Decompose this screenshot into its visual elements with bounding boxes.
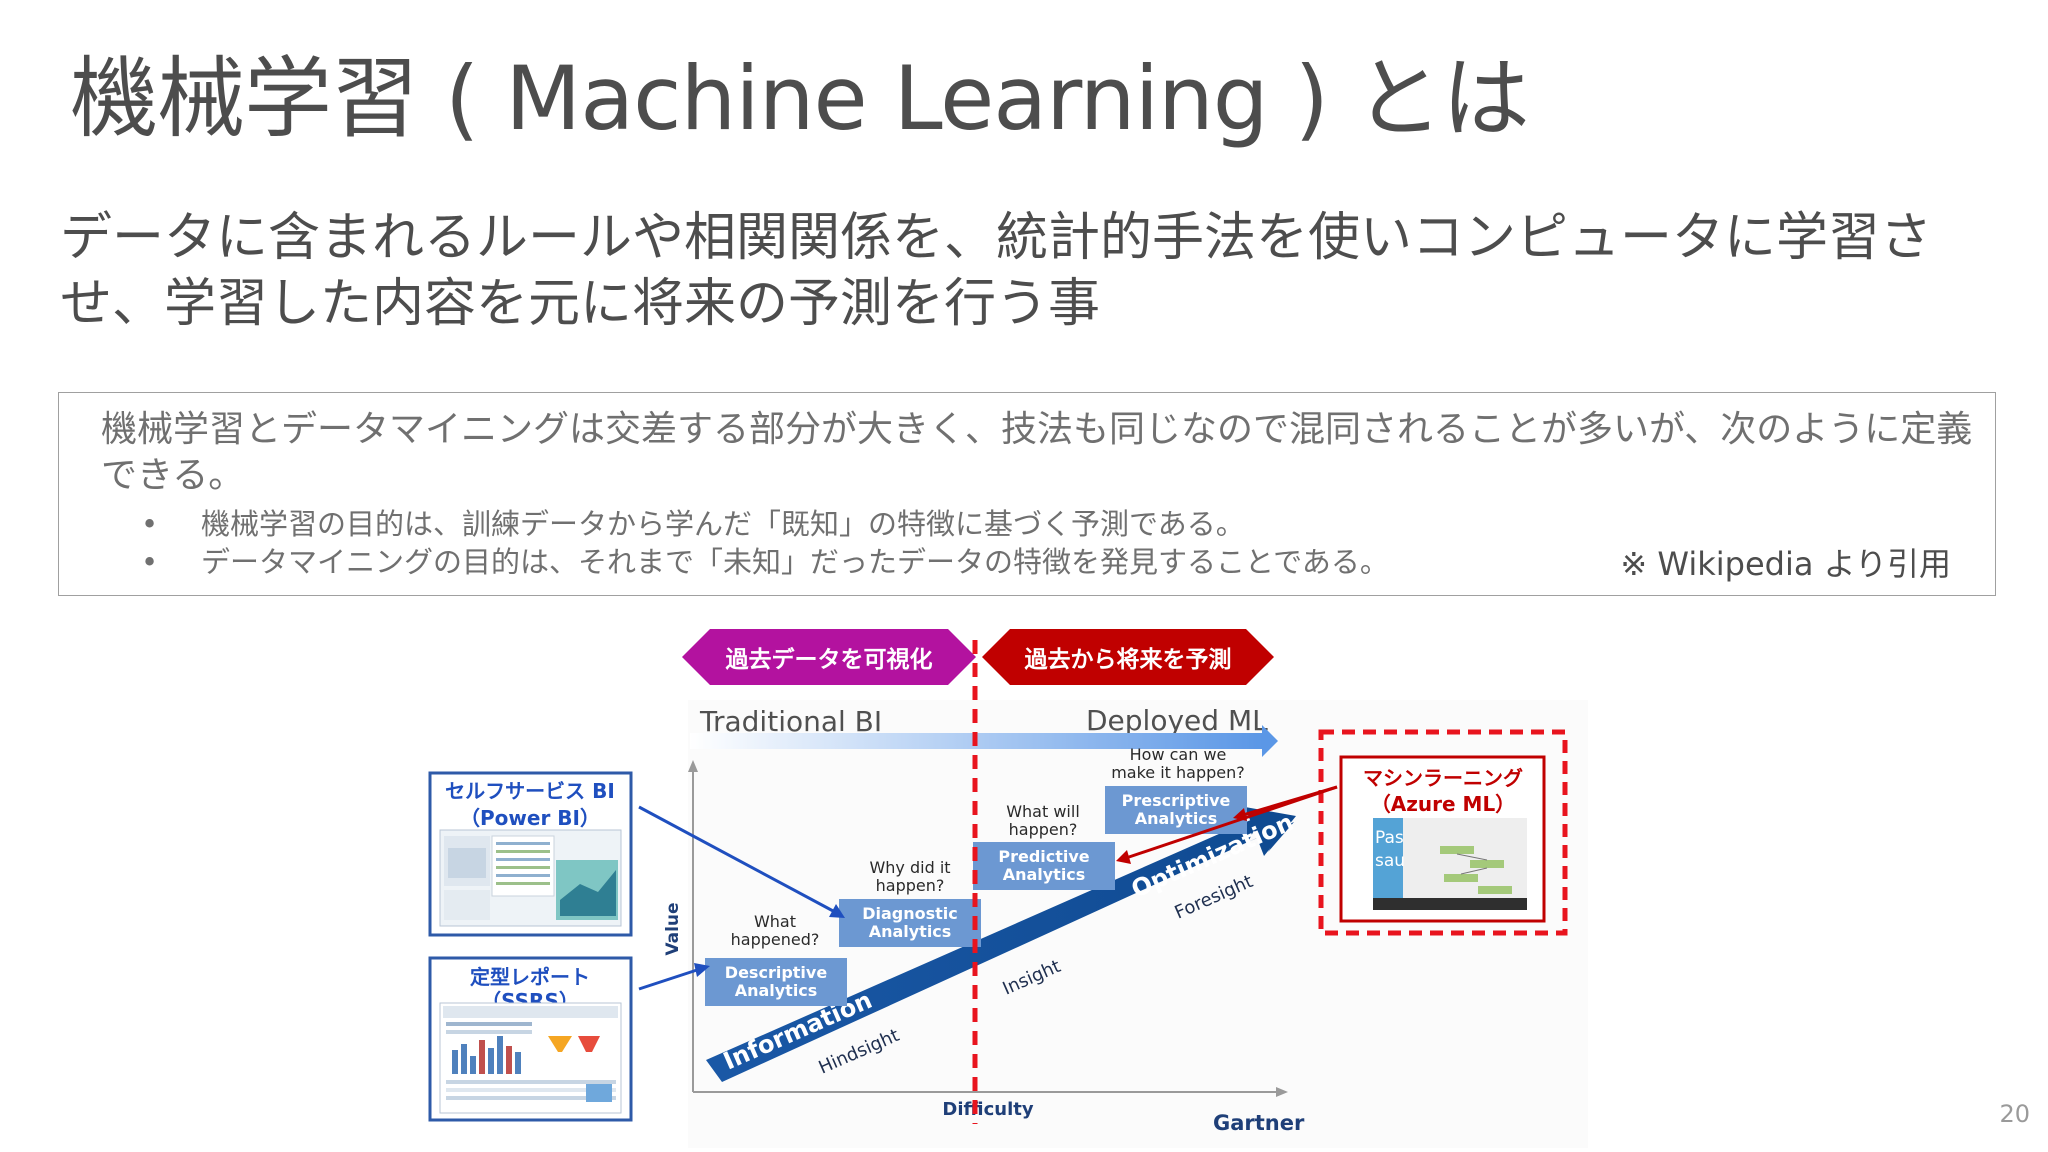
- page-number: 20: [1999, 1100, 2030, 1128]
- quote-item-text: データマイニングの目的は、それまで「未知」だったデータの特徴を発見することである…: [201, 545, 1389, 579]
- connector-arrowhead: [694, 963, 710, 977]
- callout-title-line: セルフサービス BI: [445, 779, 615, 803]
- callout-title-line: マシンラーニング: [1363, 766, 1523, 790]
- predictive-analytics-box: [973, 842, 1115, 890]
- future-period-arrow: [982, 629, 1274, 685]
- connector-arrowhead: [829, 904, 845, 918]
- stage-box-line: Diagnostic: [862, 904, 958, 923]
- information-optimization-band: [706, 815, 1294, 1082]
- bullet: •: [141, 545, 159, 579]
- stage-question-line: happen?: [876, 876, 945, 895]
- power-bi-screenshot: [439, 829, 622, 927]
- gartner-logo: Gartner: [1213, 1111, 1305, 1135]
- azure-ml-screen-text: Pas: [1375, 828, 1404, 848]
- future-period-label: 過去から将来を予測: [1025, 646, 1232, 673]
- x-axis-label: Difficulty: [942, 1099, 1033, 1120]
- slide-lead-text: データに含まれるルールや相関関係を、統計的手法を使いコンピュータに学習させ、学習…: [60, 208, 1933, 334]
- stage-box-line: Analytics: [1135, 809, 1218, 828]
- stage-box-line: Analytics: [869, 922, 952, 941]
- stage-question-line: make it happen?: [1111, 763, 1245, 782]
- descriptive-analytics-box: [705, 958, 847, 1006]
- diagnostic-analytics-box: [839, 899, 981, 947]
- y-axis-arrowhead: [688, 760, 698, 772]
- stage-question-line: What will: [1006, 802, 1080, 821]
- quote-item: • データマイニングの目的は、それまで「未知」だったデータの特徴を発見することであ…: [141, 543, 1389, 581]
- deployed-ml-label: Deployed ML: [1086, 704, 1268, 737]
- quote-item: • 機械学習の目的は、訓練データから学んだ「既知」の特徴に基づく予測である。: [141, 505, 1389, 543]
- azure-ml-outer-dashed-box: [1318, 729, 1568, 936]
- traditional-bi-label: Traditional BI: [699, 705, 882, 738]
- azure-ml-connector: [1242, 785, 1338, 817]
- connector-arrowhead: [1233, 808, 1247, 821]
- band-arrowhead: [1245, 807, 1296, 856]
- past-period-arrow: [682, 629, 976, 685]
- azure-ml-screen-text: sau: [1375, 851, 1405, 871]
- stage-question-line: How can we: [1130, 745, 1227, 764]
- callout-title-line: 定型レポート: [470, 965, 590, 989]
- stage-question-line: What: [754, 912, 796, 931]
- maturity-flow-arrow-head: [1262, 725, 1278, 757]
- quote-box: 機械学習とデータマイニングは交差する部分が大きく、技法も同じなので混同されること…: [58, 392, 1996, 596]
- stage-question-line: Why did it: [869, 858, 950, 877]
- stage-question-line: happened?: [731, 930, 820, 949]
- quote-list: • 機械学習の目的は、訓練データから学んだ「既知」の特徴に基づく予測である。 • デ…: [141, 505, 1389, 581]
- stage-box-line: Predictive: [998, 847, 1089, 866]
- ssrs-report-screenshot: [439, 1002, 622, 1114]
- bullet: •: [141, 507, 159, 541]
- callout-title-line: （Power BI）: [460, 806, 600, 830]
- stage-box-line: Analytics: [1003, 865, 1086, 884]
- quote-item-text: 機械学習の目的は、訓練データから学んだ「既知」の特徴に基づく予測である。: [201, 507, 1245, 541]
- connector-arrowhead: [1116, 850, 1131, 864]
- stage-question-line: happen?: [1009, 820, 1078, 839]
- quote-source: ※ Wikipedia より引用: [1620, 545, 1951, 583]
- stage-box-line: Descriptive: [725, 963, 828, 982]
- quote-text: 機械学習とデータマイニングは交差する部分が大きく、技法も同じなので混同されること…: [101, 409, 1973, 496]
- slide-title: 機械学習 ( Machine Learning ) とは: [70, 47, 1530, 150]
- ssrs-connector: [638, 967, 701, 991]
- stage-box-line: Prescriptive: [1122, 791, 1231, 810]
- callout-title-line: （Azure ML）: [1371, 792, 1515, 816]
- past-period-label: 過去データを可視化: [726, 646, 933, 673]
- power-bi-connector: [638, 805, 836, 914]
- azure-ml-screenshot: [1373, 818, 1527, 910]
- y-axis-label: Value: [663, 902, 683, 955]
- stage-box-line: Analytics: [735, 981, 818, 1000]
- x-axis-arrowhead: [1276, 1087, 1288, 1097]
